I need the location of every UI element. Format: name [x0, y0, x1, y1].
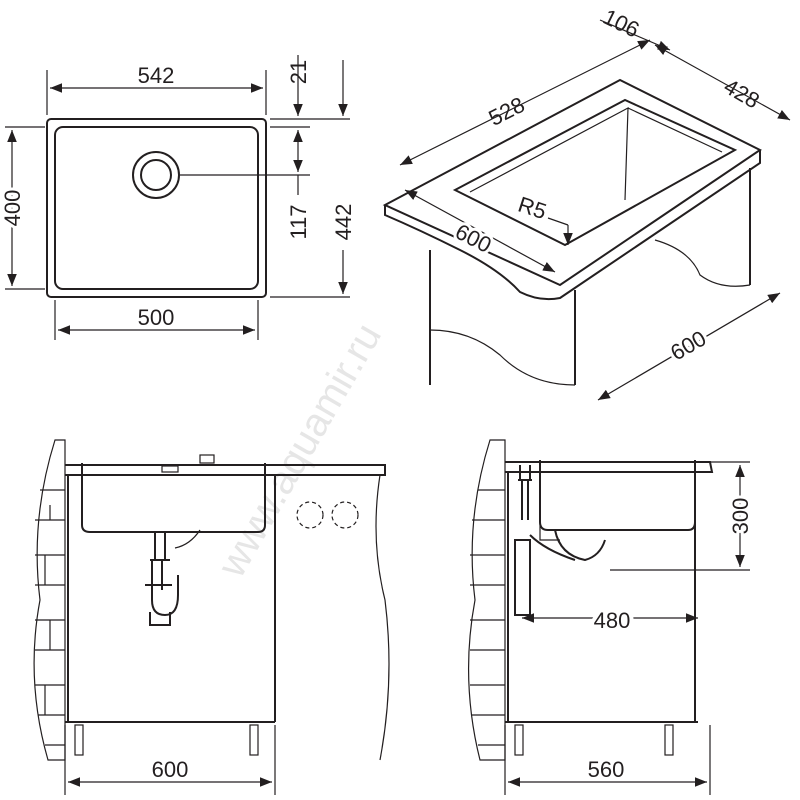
dim-600-front: 600	[152, 757, 189, 782]
wall-bricks-side	[468, 439, 506, 761]
countertop-side	[505, 461, 714, 473]
watermark: www.aquamir.ru	[209, 316, 390, 585]
sink-bowl	[54, 126, 259, 290]
dim-500: 500	[138, 305, 175, 330]
dim-21: 21	[286, 60, 311, 84]
dim-442: 442	[331, 204, 356, 241]
drain-inner	[140, 159, 172, 191]
sink-bowl-section	[81, 463, 266, 533]
top-view: 542 500 400 21 117 442	[0, 55, 356, 340]
dim-300: 300	[728, 498, 753, 535]
sink-outer-rim	[46, 118, 267, 298]
dim-480: 480	[594, 608, 631, 633]
dim-r5: R5	[515, 192, 549, 224]
drain-outer	[132, 151, 180, 199]
sink-bowl-side	[539, 460, 696, 531]
countertop-top	[382, 78, 762, 287]
dim-400: 400	[0, 190, 25, 227]
dim-528: 528	[485, 92, 529, 131]
dim-600-cabinet: 600	[666, 325, 710, 365]
dim-542: 542	[138, 63, 175, 88]
dim-560: 560	[588, 757, 625, 782]
dim-428: 428	[720, 73, 764, 113]
front-view: 600	[33, 439, 390, 795]
dim-117: 117	[286, 204, 311, 239]
side-view: 300 480 560	[468, 439, 756, 795]
wall-bricks	[33, 439, 66, 761]
dim-106: 106	[599, 4, 643, 43]
siphon	[145, 533, 179, 626]
isometric-view: 528 106 428 600 R5 600	[382, 4, 791, 401]
countertop	[65, 464, 386, 476]
